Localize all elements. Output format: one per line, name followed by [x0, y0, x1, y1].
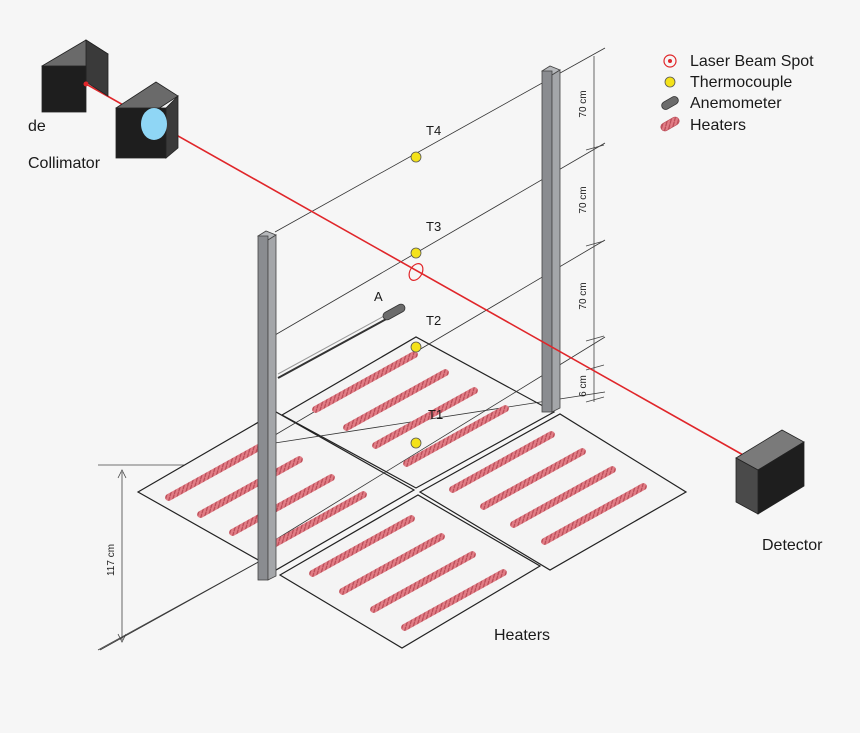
heaters-label: Heaters	[494, 627, 550, 644]
frame-posts	[257, 65, 561, 581]
anemometer	[277, 303, 406, 379]
thermocouple-icon	[410, 151, 422, 163]
heater-icon	[660, 116, 680, 132]
heater-panel-back	[280, 336, 556, 489]
collimator	[115, 81, 179, 159]
legend-item-thermocouple: Thermocouple	[664, 74, 792, 91]
thermocouple-icon	[410, 437, 422, 449]
heater-coil-icon	[309, 515, 415, 577]
dimension-segment-3: 70 cm	[578, 186, 589, 213]
anemometer-icon	[661, 96, 679, 110]
heater-coils-left	[165, 439, 367, 553]
left-post	[257, 230, 277, 581]
heater-coil-icon	[339, 533, 445, 595]
laser-aperture-icon	[83, 81, 89, 87]
legend-label: Anemometer	[690, 95, 782, 112]
legend-item-heaters: Heaters	[660, 116, 746, 134]
heater-coil-icon	[343, 369, 449, 431]
laser-spot-icon	[663, 54, 677, 68]
collimator-label: Collimator	[28, 155, 101, 172]
heater-coils-front	[309, 515, 507, 631]
heater-coil-icon	[261, 491, 367, 553]
legend-item-anemometer: Anemometer	[661, 95, 782, 112]
laser-spot-icon	[408, 263, 424, 281]
thermocouple-label-t1: T1	[428, 407, 443, 422]
dimension-segment-1: 6 cm	[578, 375, 589, 397]
heater-coil-icon	[541, 483, 647, 545]
height-dimension-label: 117 cm	[106, 544, 117, 576]
collimator-lens-icon	[141, 108, 167, 140]
heater-coil-icon	[449, 431, 555, 493]
anemometer-icon	[382, 303, 406, 321]
thermocouple-label-t3: T3	[426, 219, 441, 234]
legend-label: Heaters	[690, 117, 746, 134]
heater-coil-icon	[372, 387, 478, 449]
thermocouple-label-t4: T4	[426, 123, 441, 138]
heater-coil-icon	[165, 439, 271, 501]
heater-coil-icon	[510, 466, 616, 528]
thermocouple-icon	[410, 341, 422, 353]
heater-panel-right	[418, 413, 688, 571]
heater-coil-icon	[401, 569, 507, 631]
heater-coil-icon	[370, 551, 476, 613]
heater-panel-front	[278, 494, 542, 649]
right-post	[541, 65, 561, 413]
legend: Laser Beam Spot Thermocouple Anemometer …	[660, 53, 814, 134]
source-label: de	[28, 118, 46, 135]
heater-coil-icon	[403, 405, 509, 467]
dimension-segment-2: 70 cm	[578, 282, 589, 309]
dimension-segment-4: 70 cm	[578, 90, 589, 117]
heater-coil-icon	[197, 456, 303, 518]
thermocouple-icon	[664, 76, 676, 88]
heater-panels	[136, 336, 688, 649]
laser-source	[41, 39, 109, 113]
legend-label: Laser Beam Spot	[690, 53, 814, 70]
anemometer-tag: A	[374, 289, 383, 304]
segment-dimensions	[585, 56, 605, 403]
heater-coil-icon	[229, 474, 335, 536]
legend-item-laser-spot: Laser Beam Spot	[663, 53, 814, 70]
thermocouple-icon	[410, 247, 422, 259]
heater-coil-icon	[312, 351, 418, 413]
laser-spot-dot-icon	[668, 59, 672, 63]
thermocouple-label-t2: T2	[426, 313, 441, 328]
heater-coils-right	[449, 431, 647, 545]
legend-label: Thermocouple	[690, 74, 792, 91]
thermocouples	[410, 151, 422, 449]
detector-label: Detector	[762, 537, 823, 554]
laser-beam	[85, 83, 753, 461]
detector	[735, 429, 805, 515]
heater-coil-icon	[480, 448, 586, 510]
heater-coils-back	[312, 351, 509, 467]
